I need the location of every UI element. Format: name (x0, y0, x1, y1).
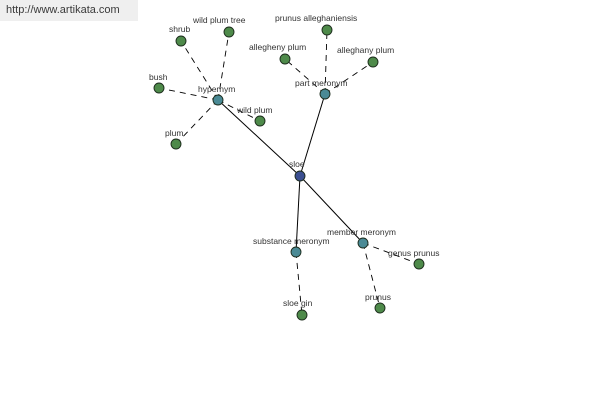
label-shrub[interactable]: shrub (169, 24, 191, 34)
relation-node-member-meronym[interactable] (357, 237, 369, 249)
label-alleghany-plum[interactable]: alleghany plum (337, 45, 394, 55)
label-bush[interactable]: bush (149, 72, 168, 82)
relation-node-hypernym[interactable] (212, 94, 224, 106)
leaf-node-sloe-gin[interactable] (296, 309, 308, 321)
edge-wild-plum (217, 99, 261, 122)
label-member-meronym[interactable]: member meronym (327, 227, 396, 237)
graph-nodes (153, 24, 425, 321)
leaf-node-plum[interactable] (170, 138, 182, 150)
label-plum[interactable]: plum (165, 128, 183, 138)
edge-wild-plum-tree (217, 31, 230, 101)
edge-shrub (180, 40, 219, 101)
leaf-node-shrub[interactable] (175, 35, 187, 47)
graph-edges (158, 29, 420, 316)
edge-allegheny-plum (284, 58, 326, 95)
graph-labels: sloe hypernym part meronym substance merony… (149, 13, 440, 308)
label-part-meronym[interactable]: part meronym (295, 78, 347, 88)
edge-hypernym (217, 99, 301, 177)
label-wild-plum[interactable]: wild plum (236, 105, 272, 115)
leaf-node-prunus[interactable] (374, 302, 386, 314)
leaf-node-bush[interactable] (153, 82, 165, 94)
label-sloe-gin[interactable]: sloe gin (283, 298, 313, 308)
label-allegheny-plum[interactable]: allegheny plum (249, 42, 306, 52)
label-prunus[interactable]: prunus (365, 292, 391, 302)
edge-member-meronym (299, 175, 364, 244)
edge-substance-meronym (295, 175, 301, 253)
leaf-node-alleghany-plum[interactable] (367, 56, 379, 68)
leaf-node-allegheny-plum[interactable] (279, 53, 291, 65)
label-wild-plum-tree[interactable]: wild plum tree (192, 15, 246, 25)
label-sloe[interactable]: sloe (289, 159, 305, 169)
label-hypernym[interactable]: hypernym (198, 84, 235, 94)
relation-node-part-meronym[interactable] (319, 88, 331, 100)
label-prunus-alleghaniensis[interactable]: prunus alleghaniensis (275, 13, 357, 23)
edge-alleghany-plum (324, 61, 374, 95)
leaf-node-wild-plum[interactable] (254, 115, 266, 127)
leaf-node-prunus-alleghaniensis[interactable] (321, 24, 333, 36)
leaf-node-genus-prunus[interactable] (413, 258, 425, 270)
site-url-banner[interactable]: http://www.artikata.com (0, 0, 138, 21)
edge-part-meronym (299, 93, 326, 177)
leaf-node-wild-plum-tree[interactable] (223, 26, 235, 38)
center-node-sloe[interactable] (294, 170, 306, 182)
label-substance-meronym[interactable]: substance meronym (253, 236, 330, 246)
edge-genus-prunus (362, 242, 420, 265)
label-genus-prunus[interactable]: genus prunus (388, 248, 440, 258)
relation-node-substance-meronym[interactable] (290, 246, 302, 258)
edge-prunus (362, 242, 381, 309)
